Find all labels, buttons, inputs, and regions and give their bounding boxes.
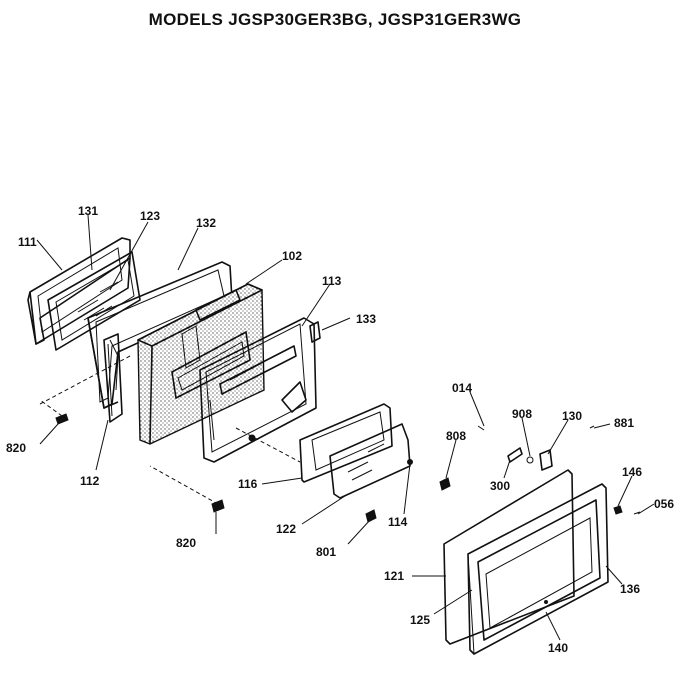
part-300-icon [507,447,523,463]
part-130-bracket-icon [539,449,553,471]
callout-136: 136 [620,582,640,596]
part-140-outer-frame [467,483,609,655]
screw-801-icon [365,509,377,523]
callout-014: 014 [452,381,472,395]
part-121-outer-glass [443,469,575,645]
callout-114: 114 [388,515,408,529]
screw-808-icon [439,477,451,491]
part-112-channel [103,333,123,423]
callout-111: 111 [18,235,37,249]
callout-112: 112 [80,474,100,488]
screw-820b-icon [149,465,225,513]
callout-300: 300 [490,479,510,493]
callout-130: 130 [562,409,582,423]
callout-121: 121 [384,569,404,583]
part-132-gasket [87,261,233,409]
callout-125: 125 [410,613,430,627]
diagram-title: MODELS JGSP30GER3BG, JGSP31GER3WG [149,10,522,29]
callout-116: 116 [238,477,258,491]
screw-820a-icon [39,399,69,425]
assembly-line [39,355,131,405]
callout-133: 133 [356,312,376,326]
callout-801: 801 [316,545,336,559]
callout-820-left: 820 [6,441,26,455]
callout-113: 113 [322,274,342,288]
callout-146: 146 [622,465,642,479]
callout-881: 881 [614,416,634,430]
part-146-icon [613,505,623,515]
part-123-window-glass [47,251,141,351]
part-014-icon [477,425,485,431]
callout-820-right: 820 [176,536,196,550]
callout-labels: 111 131 123 132 102 113 133 820 112 014 … [6,204,674,655]
part-102-liner [137,283,265,445]
callout-131: 131 [78,204,98,218]
callout-908: 908 [512,407,532,421]
callout-123: 123 [140,209,160,223]
part-113-inner-panel [199,317,317,463]
part-111-frame [27,237,131,345]
assembly-line [235,427,301,463]
part-908-icon [526,456,534,464]
callout-102: 102 [282,249,302,263]
part-116-glass-pack [299,403,413,499]
callout-056: 056 [654,497,674,511]
part-881-icon [589,425,595,429]
callout-132: 132 [196,216,216,230]
part-133-clip [309,321,321,343]
callout-122: 122 [276,522,296,536]
callout-808: 808 [446,429,466,443]
part-056-icon [633,511,641,515]
callout-140: 140 [548,641,568,655]
leader-lines [36,214,655,641]
